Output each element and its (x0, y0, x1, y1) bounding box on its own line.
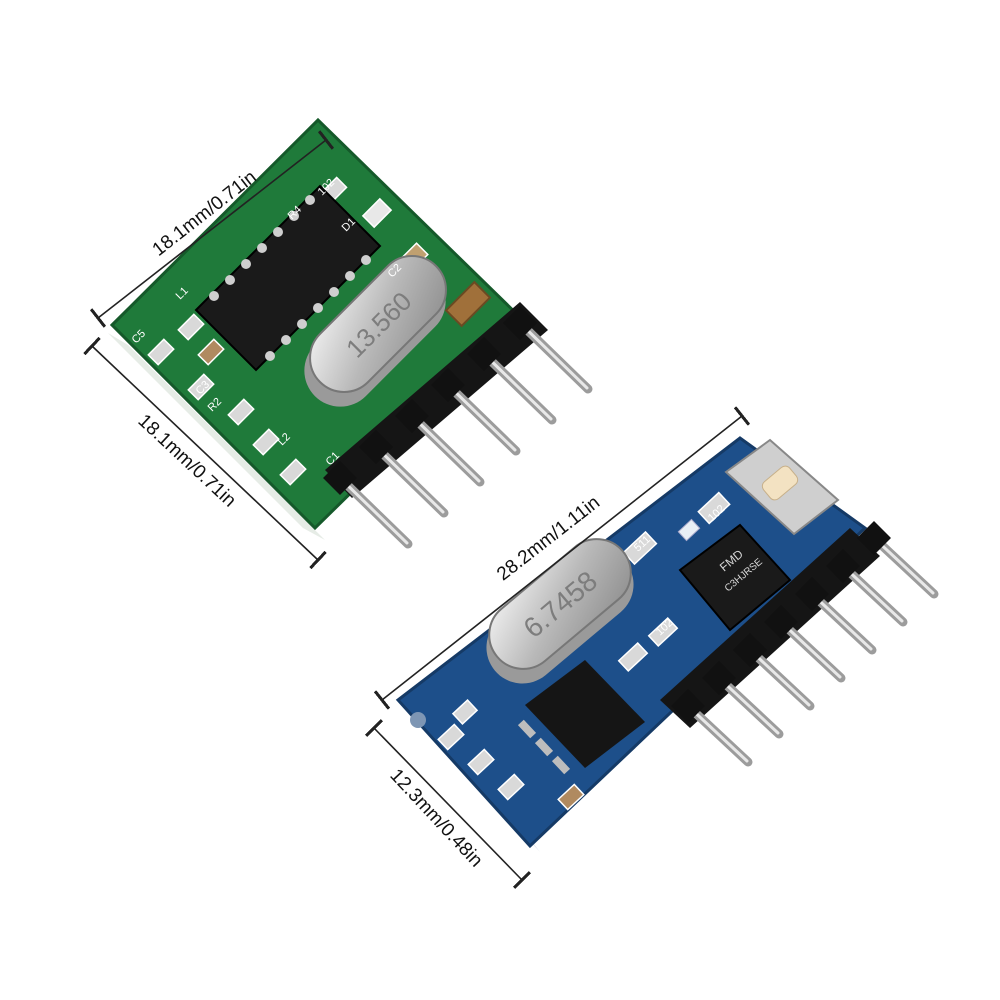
green-module: 13.560 R4 D1 C5 L1 L2 C1 C2 C3 R2 102 (108, 117, 593, 549)
header-pin-highlight (517, 320, 589, 390)
tactile-button (724, 438, 840, 536)
header-block (323, 461, 357, 495)
header-block (467, 337, 501, 371)
header-pin-highlight (409, 413, 481, 483)
header-block (857, 521, 891, 555)
dim-line-green-side (83, 336, 327, 570)
header-pin-highlight (809, 591, 873, 651)
header-block (503, 306, 537, 340)
header-pin-highlight (778, 619, 842, 679)
header-block (795, 577, 829, 611)
header-pin-highlight (373, 444, 445, 514)
header-pin-highlight (840, 563, 904, 623)
header-pin-highlight (871, 535, 935, 595)
header-pin-highlight (337, 475, 409, 545)
header-pin-highlight (481, 351, 553, 421)
dim-line-blue-side (364, 719, 532, 889)
capacitor (444, 280, 492, 328)
header-block (826, 549, 860, 583)
header-block (764, 605, 798, 639)
header-pin-highlight (445, 382, 517, 452)
header-block (431, 368, 465, 402)
blue-module: FMD C3HJRSE 6.7458 102 511 102 (395, 436, 939, 852)
dim-line-blue-top (373, 406, 751, 710)
dimension-lines (83, 130, 751, 889)
dim-line-green-top (89, 130, 335, 328)
header-pin-highlight (685, 703, 749, 763)
mount-hole (410, 712, 426, 728)
header-pin-highlight (747, 647, 811, 707)
